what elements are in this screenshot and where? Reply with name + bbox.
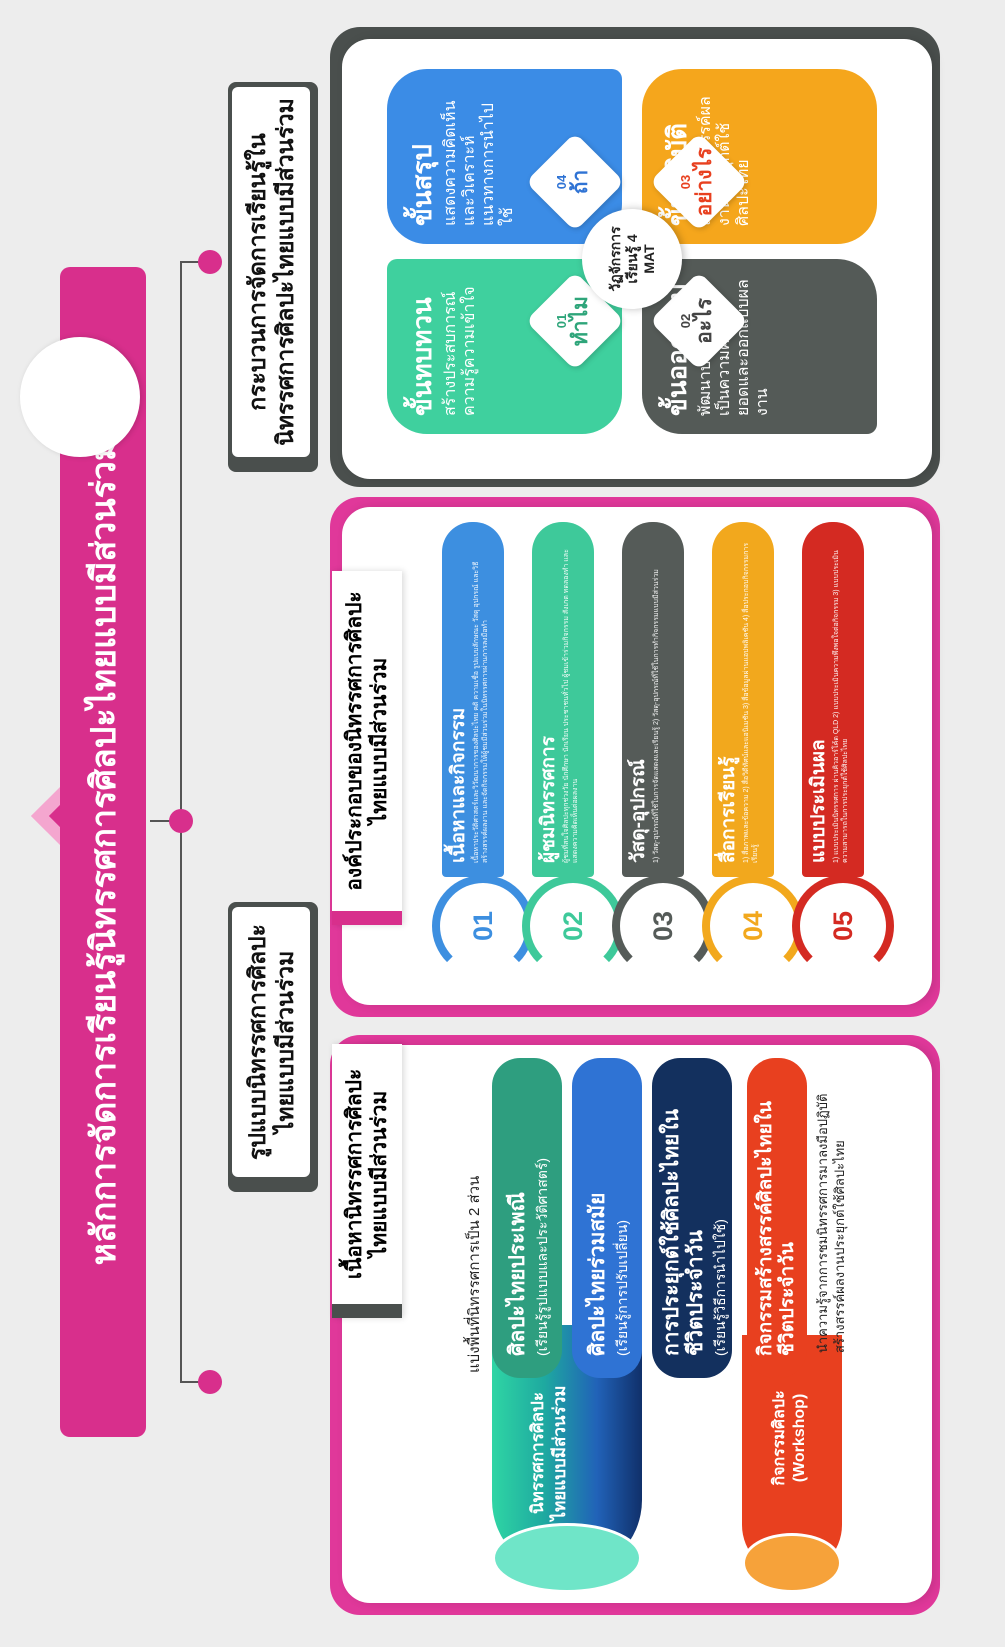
component-item-4: สื่อการเรียนรู้ 1) สื่อภาพและข้อความ 2) … xyxy=(712,522,774,877)
component-num-5: 05 xyxy=(792,875,894,977)
branch-label-1: รูปแบบนิทรรศการศิลปะไทยแบบมีส่วนร่วม xyxy=(232,907,310,1177)
quadrant-desc: สร้างประสบการณ์ความรู้ความเข้าใจ xyxy=(442,286,478,416)
component-item-1: เนื้อหาและกิจกรรม เนื้อหาประวัติศาสตร์แล… xyxy=(442,522,504,877)
diamond-how-label: 03 อย่างไร xyxy=(678,132,717,232)
content-tab-title: ศิลปะไทยประเพณี xyxy=(506,1192,529,1356)
connector-dot xyxy=(169,809,193,833)
content-tab-title: การประยุกต์ใช้ศิลปะไทยในชีวิตประจำวัน xyxy=(660,1109,707,1356)
panel-content: เนื้อหานิทรรศการศิลปะไทยแบบมีส่วนร่วม แบ… xyxy=(332,1044,932,1603)
diamond-num: 01 xyxy=(554,313,569,329)
content-tab-sub: (เรียนรู้รูปแบบและประวัติศาสตร์) xyxy=(534,1157,550,1356)
activity-desc: นำความรู้จากการชมนิทรรศการมาลงมือปฏิบัติ… xyxy=(815,1093,847,1353)
branch-label-3: กระบวนการจัดการเรียนรู้ในนิทรรศการศิลปะไ… xyxy=(232,87,310,457)
component-desc: 1) แบบประเมินนิทรรศการ ผ่านคิวอาร์โค้ด Q… xyxy=(833,550,849,863)
component-title: ผู้ชมนิทรรศการ xyxy=(538,736,559,863)
diamond-num: 02 xyxy=(678,313,693,329)
component-item-2: ผู้ชมนิทรรศการ ผู้ชมที่สนใจศิลปะทุกช่วงว… xyxy=(532,522,594,877)
quadrant-desc: แสดงความคิดเห็นและวิเคราะห์แนวทางการนำไป… xyxy=(442,100,516,226)
cycle-center: วัฏจักรการเรียนรู้ 4 MAT xyxy=(582,209,682,309)
activity-title: กิจกรรมสร้างสรรค์ศิลปะไทยในชีวิตประจำวัน xyxy=(755,1101,798,1356)
workshop-cap xyxy=(742,1533,842,1593)
diamond-word: ถ้า xyxy=(569,169,592,195)
content-tab-traditional: ศิลปะไทยประเพณี (เรียนรู้รูปแบบและประวัต… xyxy=(492,1058,562,1378)
intro-text: แบ่งพื้นที่นิทรรศการเป็น 2 ส่วน xyxy=(466,1175,483,1373)
component-title: เนื้อหาและกิจกรรม xyxy=(448,707,469,863)
component-title: สื่อการเรียนรู้ xyxy=(718,756,739,863)
component-num-1: 01 xyxy=(432,875,534,977)
component-item-3: วัสดุ-อุปกรณ์ 1) วัสดุ-อุปกรณ์ที่ใช้ในกา… xyxy=(622,522,684,877)
component-num-2: 02 xyxy=(522,875,624,977)
diamond-why-label: 01 ทำไม xyxy=(554,271,593,371)
content-tab-applied: การประยุกต์ใช้ศิลปะไทยในชีวิตประจำวัน (เ… xyxy=(652,1058,732,1378)
activity-tab: กิจกรรมสร้างสรรค์ศิลปะไทยในชีวิตประจำวัน xyxy=(747,1058,807,1378)
branch-label-2: องค์ประกอบของนิทรรศการศิลปะไทยแบบมีส่วนร… xyxy=(343,591,391,891)
connector-dot-3 xyxy=(198,250,222,274)
diamond-num: 03 xyxy=(678,174,693,190)
content-tab-sub: (เรียนรู้การปรับเปลี่ยน) xyxy=(614,1219,630,1356)
content-tab-title: ศิลปะไทยร่วมสมัย xyxy=(586,1192,609,1356)
component-desc: 1) สื่อภาพและข้อความ 2) สื่อวิดีทัศน์และ… xyxy=(743,542,759,863)
content-tab-contemporary: ศิลปะไทยร่วมสมัย (เรียนรู้การปรับเปลี่ยน… xyxy=(572,1058,642,1378)
diamond-num: 04 xyxy=(554,174,569,190)
diamond-word: อะไร xyxy=(693,298,716,344)
quadrant-title: ขั้นสรุป xyxy=(407,144,437,226)
workshop-label: กิจกรรมศิลปะ (Workshop) xyxy=(771,1390,808,1486)
component-title: แบบประเมินผล xyxy=(808,739,829,863)
panel-components: องค์ประกอบของนิทรรศการศิลปะไทยแบบมีส่วนร… xyxy=(332,507,932,1005)
quadrant-title: ขั้นทบทวน xyxy=(407,297,437,416)
diamond-if-label: 04 ถ้า xyxy=(554,132,593,232)
component-num-3: 03 xyxy=(612,875,714,977)
panel-components-heading-tab: องค์ประกอบของนิทรรศการศิลปะไทยแบบมีส่วนร… xyxy=(332,571,402,925)
connector-dot-1 xyxy=(198,1370,222,1394)
cylinder-cap xyxy=(492,1523,642,1593)
panel-process: ขั้นทบทวน สร้างประสบการณ์ความรู้ความเข้า… xyxy=(342,39,932,479)
component-desc: ผู้ชมที่สนใจศิลปะทุกช่วงวัย นักศึกษา นัก… xyxy=(563,549,579,863)
diamond-word: อย่างไร xyxy=(693,147,716,217)
title-badge xyxy=(20,337,140,457)
component-num-4: 04 xyxy=(702,875,804,977)
content-tab-sub: (เรียนรู้วิธีการนำไปใช้) xyxy=(712,1219,728,1356)
cylinder-label: นิทรรศการศิลปะไทยแบบมีส่วนร่วม xyxy=(528,1385,569,1521)
cycle-center-label: วัฏจักรการเรียนรู้ 4 MAT xyxy=(606,226,657,292)
component-title: วัสดุ-อุปกรณ์ xyxy=(628,759,649,863)
panel-content-heading: เนื้อหานิทรรศการศิลปะไทยแบบมีส่วนร่วม xyxy=(343,1068,391,1280)
main-title: หลักการจัดการเรียนรู้นิทรรศการศิลปะไทยแบ… xyxy=(85,438,123,1266)
diamond-what-label: 02 อะไร xyxy=(678,271,717,371)
panel-content-heading-tab: เนื้อหานิทรรศการศิลปะไทยแบบมีส่วนร่วม xyxy=(332,1044,402,1318)
component-desc: เนื้อหาประวัติศาสตร์และวิวัฒนาการของศิลป… xyxy=(473,561,489,863)
component-desc: 1) วัสดุ-อุปกรณ์ที่ใช้ในการจัดแสดงและเรี… xyxy=(653,569,660,863)
component-item-5: แบบประเมินผล 1) แบบประเมินนิทรรศการ ผ่าน… xyxy=(802,522,864,877)
